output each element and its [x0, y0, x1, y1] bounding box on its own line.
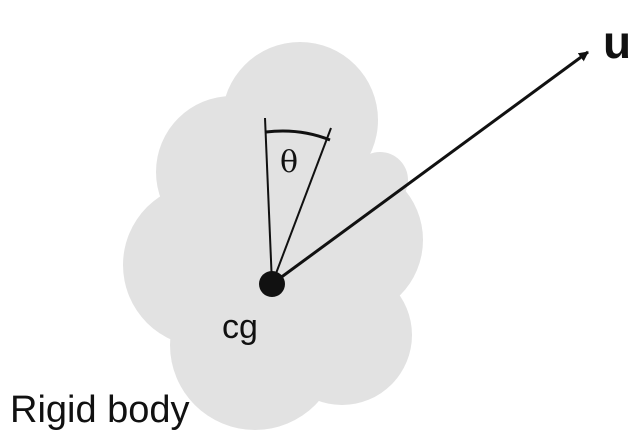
vector-u-arrow [271, 50, 589, 286]
rigid-body-shape [123, 42, 423, 430]
rigid-body-label: Rigid body [10, 389, 190, 431]
cg-point [259, 271, 285, 297]
vector-u-label: u [603, 16, 631, 68]
theta-label: θ [280, 145, 298, 180]
angle-arc [265, 129, 331, 142]
angle-ray-line [271, 127, 332, 285]
cg-label: cg [222, 308, 258, 346]
body-axis-line [264, 117, 273, 285]
